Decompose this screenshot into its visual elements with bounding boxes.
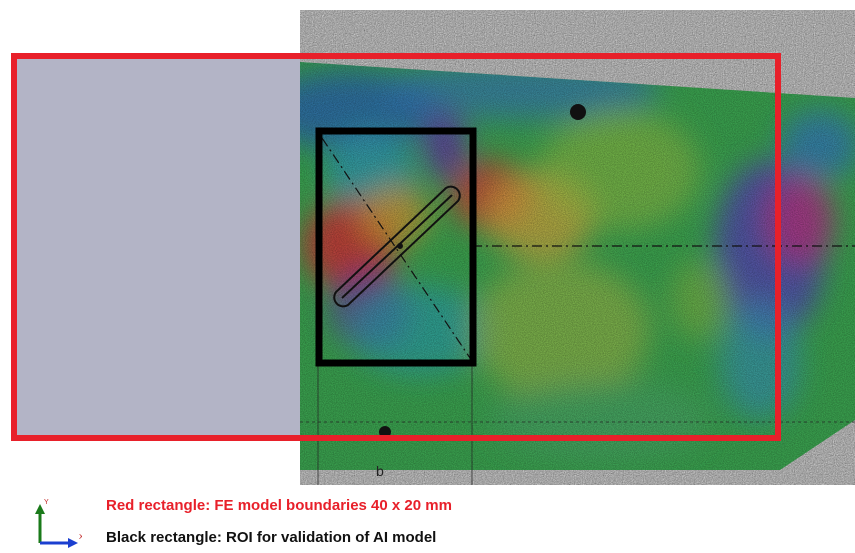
roi-rect — [315, 127, 477, 367]
reference-lines — [321, 137, 855, 359]
marker-dot-top — [570, 104, 586, 120]
speckle-letter: b — [376, 463, 384, 479]
legend-fe-boundary-text: Red rectangle: FE model boundaries 40 x … — [106, 497, 452, 514]
axis-x-label: X — [79, 534, 82, 541]
slot-outline — [333, 185, 461, 308]
blank-model-region — [14, 56, 300, 438]
axis-y-label: Y — [44, 499, 49, 506]
xy-axes-icon: Y X — [35, 499, 82, 548]
fe-model-boundary-rect — [11, 53, 781, 441]
legend-roi-text: Black rectangle: ROI for validation of A… — [106, 529, 437, 546]
strain-field-overlay — [300, 62, 855, 470]
